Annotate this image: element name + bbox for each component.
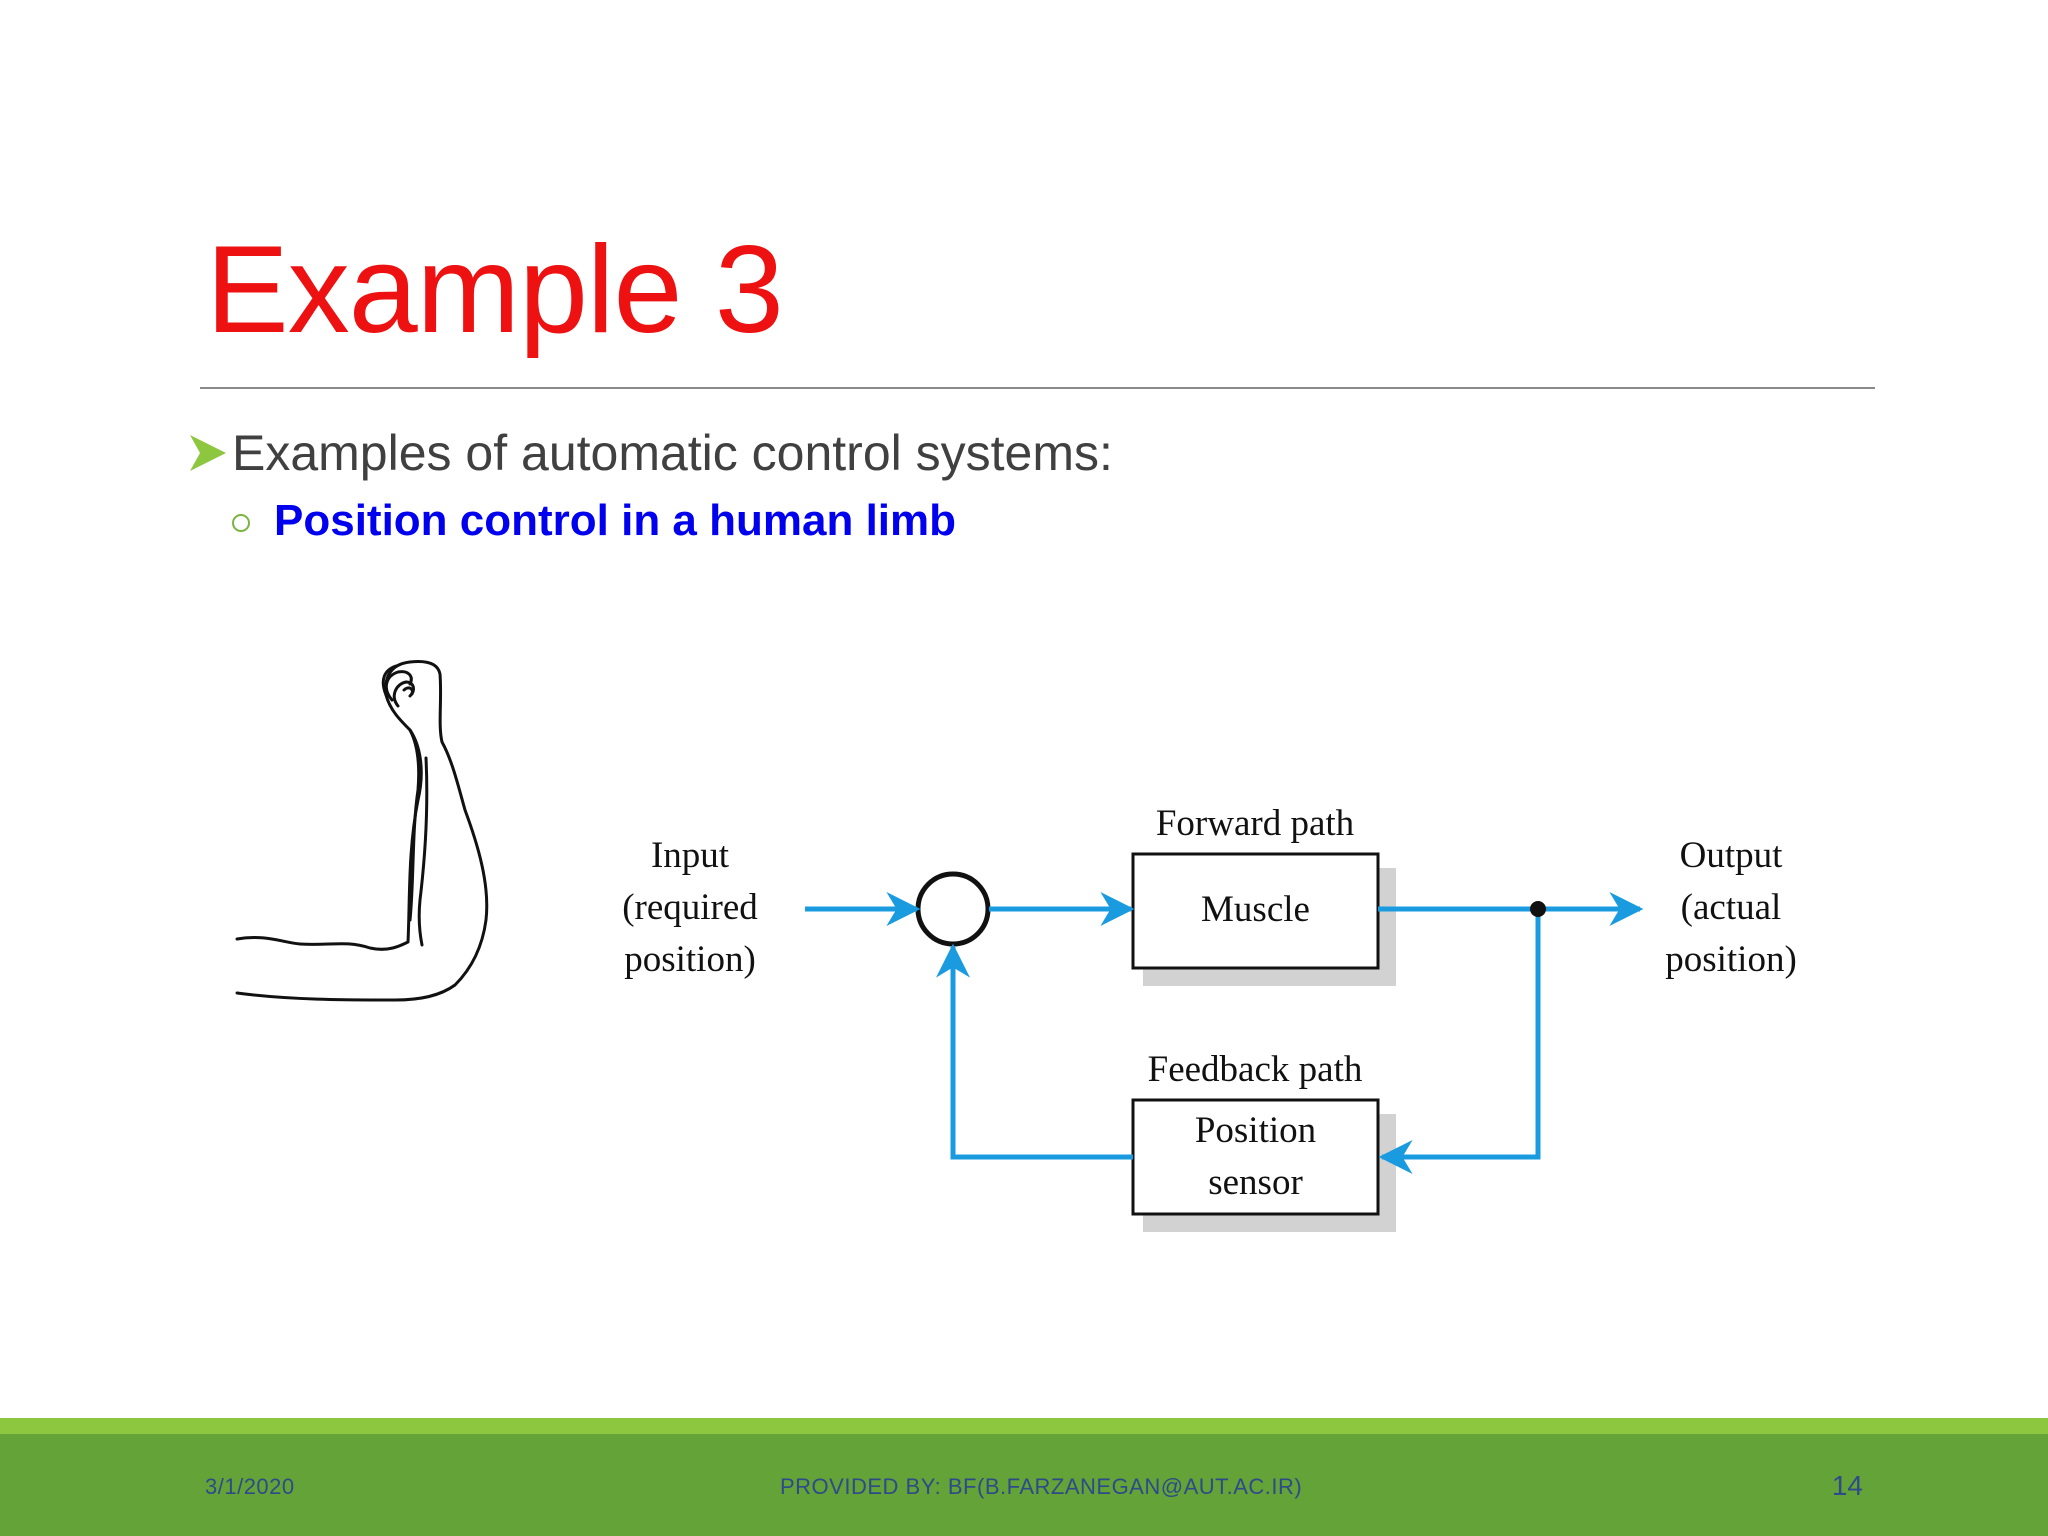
sensor-to-junction-line bbox=[936, 943, 1133, 1160]
arm-illustration bbox=[235, 660, 489, 1002]
sensor-label-line-1: Position bbox=[1194, 1110, 1317, 1151]
footer-date: 3/1/2020 bbox=[205, 1474, 295, 1499]
feedback-block bbox=[1131, 1098, 1380, 1216]
footer-credit: PROVIDED BY: BF(B.FARZANEGAN@AUT.AC.IR) bbox=[780, 1474, 1303, 1499]
footer-page-number: 14 bbox=[1831, 1470, 1863, 1501]
input-label-line-3: position) bbox=[624, 939, 756, 980]
footer-accent-strip bbox=[0, 1418, 2048, 1434]
feedback-path-label: Feedback path bbox=[1147, 1049, 1363, 1090]
output-label-line-3: position) bbox=[1665, 939, 1797, 980]
position-sensor-block-label: Position sensor bbox=[1133, 1105, 1378, 1209]
input-label-line-2: (required bbox=[622, 887, 758, 928]
bullet-main-text: Examples of automatic control systems: bbox=[232, 425, 1113, 481]
page-title: Example 3 bbox=[206, 221, 784, 359]
title-divider bbox=[200, 387, 1875, 389]
output-label: Output (actual position) bbox=[1631, 830, 1831, 986]
input-label-line-1: Input bbox=[650, 835, 730, 876]
control-diagram: Input (required position) Output (actual… bbox=[0, 650, 2048, 1250]
forward-block bbox=[1131, 852, 1380, 970]
arrow-bullet-icon bbox=[190, 435, 226, 471]
diagram-svg bbox=[235, 660, 1644, 1232]
ring-bullet-icon bbox=[232, 514, 250, 532]
output-label-line-1: Output bbox=[1679, 835, 1783, 876]
output-label-line-2: (actual bbox=[1680, 887, 1782, 928]
forward-path-label: Forward path bbox=[1155, 803, 1355, 844]
sensor-label-line-2: sensor bbox=[1208, 1162, 1303, 1203]
bullet-main: Examples of automatic control systems: bbox=[188, 424, 1113, 482]
muscle-block-label: Muscle bbox=[1201, 889, 1310, 930]
bullet-sub: Position control in a human limb bbox=[232, 496, 956, 546]
input-label: Input (required position) bbox=[590, 830, 790, 986]
footer-bar bbox=[0, 1434, 2048, 1536]
feedback-to-sensor-line bbox=[1378, 909, 1541, 1174]
bullet-sub-text: Position control in a human limb bbox=[274, 496, 957, 545]
summing-junction bbox=[915, 871, 991, 947]
takeoff-point bbox=[1530, 901, 1546, 917]
